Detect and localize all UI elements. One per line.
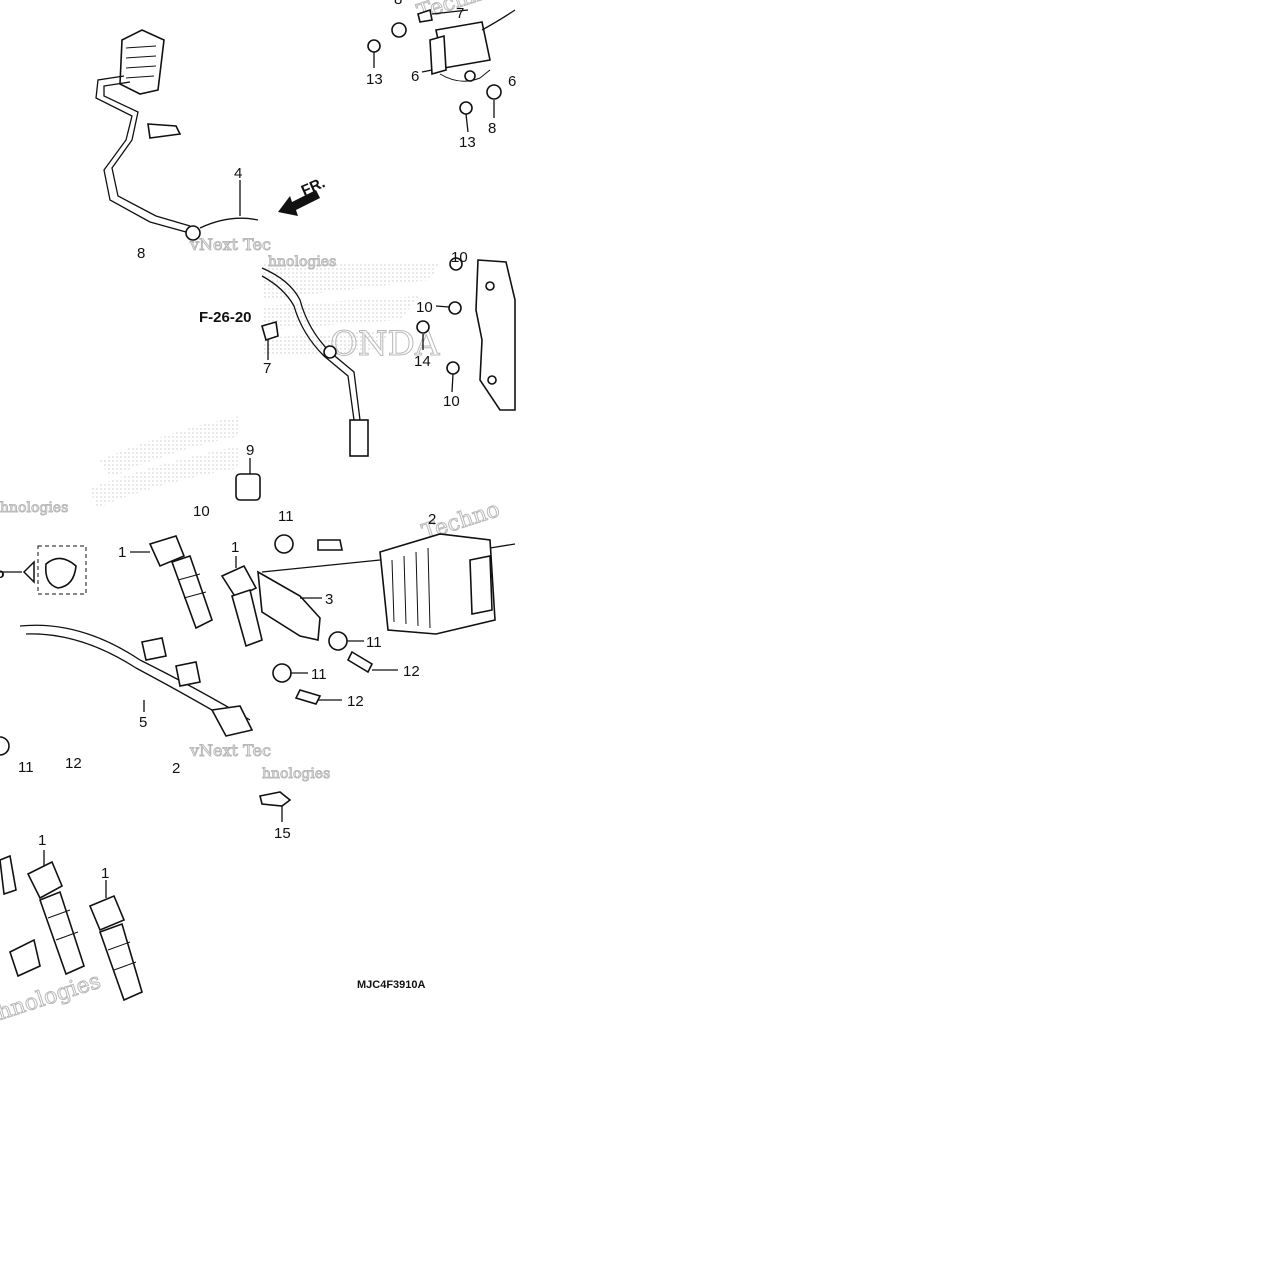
sensor-wire xyxy=(261,267,369,457)
part-number: 12 xyxy=(403,663,420,680)
part-number: 13 xyxy=(459,134,476,151)
part-number: 1 xyxy=(101,865,109,882)
part-number: 6 xyxy=(411,68,419,85)
part-number: 3 xyxy=(325,591,333,608)
part-number: 4 xyxy=(234,165,242,182)
part-number: 11 xyxy=(278,508,294,525)
mounting-bracket xyxy=(416,257,516,411)
part-number: 8 xyxy=(394,0,402,8)
watermark-text: vNext Tec xyxy=(189,741,271,760)
ignition-coil xyxy=(148,535,213,630)
regulator-rectifier xyxy=(379,533,516,635)
part-number: 1 xyxy=(118,544,126,561)
part-number: 8 xyxy=(488,120,496,137)
drawing-code: MJC4F3910A xyxy=(357,979,426,991)
part-number: 10 xyxy=(451,249,468,266)
part-number: 10 xyxy=(193,503,210,520)
ignition-coil xyxy=(26,850,85,976)
svg-text:FR.: FR. xyxy=(299,174,328,199)
part-number: 14 xyxy=(414,353,431,370)
part-number: 12 xyxy=(65,755,82,772)
ignition-coil xyxy=(88,880,143,1002)
watermark-text: hnologies xyxy=(0,500,68,516)
part-number: 10 xyxy=(416,299,433,316)
part-number: 11 xyxy=(311,666,327,683)
watermark-text: hnologies xyxy=(262,766,330,782)
watermark-text: hnologies xyxy=(0,969,104,1026)
part-number: 8 xyxy=(137,245,145,262)
part-number: 2 xyxy=(172,760,180,777)
watermark-wing-left xyxy=(90,416,240,508)
part-number: 1 xyxy=(231,539,239,556)
part-number: 11 xyxy=(366,634,382,651)
reference-code: F-26-20 xyxy=(199,309,252,326)
part-number: 9 xyxy=(246,442,254,459)
part-number: 11 xyxy=(18,759,34,776)
front-direction-arrow: FR. xyxy=(278,174,328,216)
part-number: 7 xyxy=(456,5,464,22)
arrow-label: o xyxy=(0,565,5,581)
part-number: 7 xyxy=(263,360,271,377)
part-number: 1 xyxy=(38,832,46,849)
main-wire-harness xyxy=(95,29,259,241)
leader-lines xyxy=(130,52,495,712)
regulator-bracket xyxy=(257,534,381,705)
watermark-text: vNext Tec xyxy=(189,235,271,254)
coil-connector xyxy=(0,854,41,978)
part-number: 12 xyxy=(347,693,364,710)
relay-assembly xyxy=(367,8,516,115)
part-number: 10 xyxy=(443,393,460,410)
watermark-text: hnologies xyxy=(268,254,336,270)
sensor-part xyxy=(235,458,261,501)
sub-wire-harness xyxy=(0,545,254,737)
part-number: 2 xyxy=(428,511,436,528)
part-number: 13 xyxy=(366,71,383,88)
ignition-coil xyxy=(220,564,263,648)
part-number: 5 xyxy=(139,714,147,731)
part-number: 15 xyxy=(274,825,291,842)
part-number: 6 xyxy=(508,73,516,90)
grommet xyxy=(0,736,10,756)
bolt xyxy=(259,791,292,822)
